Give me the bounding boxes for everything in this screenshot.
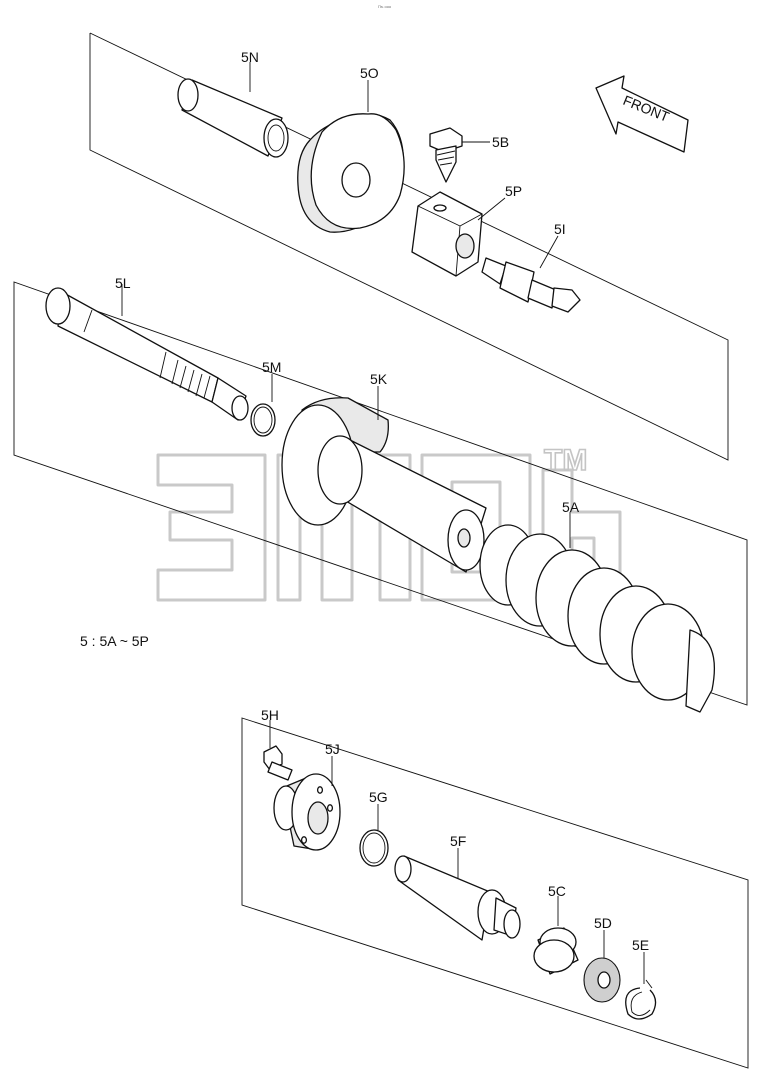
- part-5E-snap-ring: [625, 979, 657, 1020]
- part-5O-bracket: [297, 113, 405, 233]
- part-5A-spring: [479, 524, 716, 713]
- part-5L-rod: [45, 287, 249, 421]
- group-frame-middle: [13, 281, 748, 706]
- part-5G-o-ring: [359, 829, 389, 867]
- label-5G: 5G: [369, 789, 388, 805]
- part-5B-bolt: [429, 127, 463, 183]
- corner-mark: Пъ ооо: [378, 4, 392, 9]
- watermark-tm: TM: [544, 444, 587, 477]
- label-5M: 5M: [262, 359, 281, 375]
- label-5A: 5A: [562, 499, 580, 515]
- part-5P-valve-block: [411, 191, 483, 277]
- part-5N-bushing: [177, 78, 289, 158]
- label-5P: 5P: [505, 183, 522, 199]
- part-5D-washer: [583, 957, 621, 1003]
- label-5K: 5K: [370, 371, 388, 387]
- label-5L: 5L: [115, 275, 131, 291]
- part-5C-split-ring: [533, 927, 579, 975]
- label-5B: 5B: [492, 134, 509, 150]
- label-5D: 5D: [594, 915, 612, 931]
- part-5M-o-ring: [250, 403, 276, 437]
- label-5C: 5C: [548, 883, 566, 899]
- part-5H-bolt: [263, 745, 293, 781]
- front-direction-arrow: FRONT: [595, 75, 689, 153]
- part-5J-flange: [273, 773, 341, 851]
- group-frame-top: [89, 32, 729, 461]
- part-5K-cylinder: [281, 397, 487, 573]
- label-5H: 5H: [261, 707, 279, 723]
- group-frame-bottom: [241, 717, 749, 1069]
- label-5N: 5N: [241, 49, 259, 65]
- label-5J: 5J: [325, 741, 340, 757]
- label-5O: 5O: [360, 65, 379, 81]
- label-5E: 5E: [632, 937, 649, 953]
- label-5F: 5F: [450, 833, 466, 849]
- parts-range-note: 5 : 5A ~ 5P: [80, 633, 149, 649]
- part-5F-shaft: [394, 855, 521, 941]
- label-5I: 5I: [554, 221, 566, 237]
- part-5I-grease-fitting: [481, 257, 581, 313]
